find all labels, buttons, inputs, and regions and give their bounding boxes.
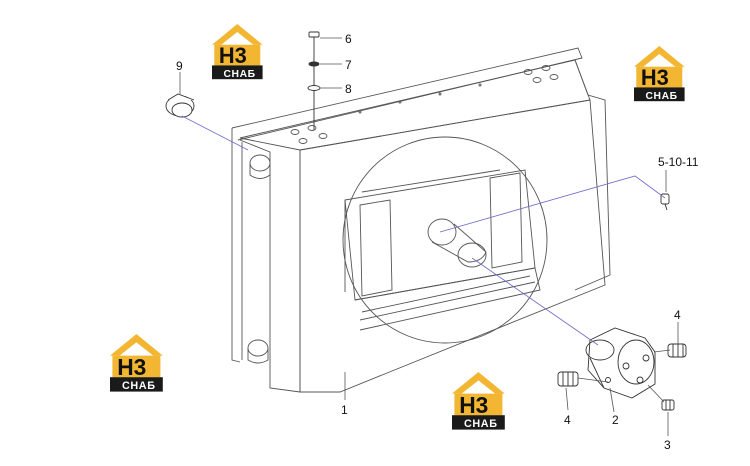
callout-2: 2 (612, 413, 619, 427)
fan-motor (585, 327, 656, 399)
bolt-washer-stack (307, 31, 321, 130)
plug-bottom (661, 399, 675, 411)
svg-text:СНАБ: СНАБ (122, 380, 156, 392)
svg-text:H3: H3 (219, 43, 247, 68)
svg-text:СНАБ: СНАБ (464, 418, 498, 430)
watermark-logo-bottom-left: H3 СНАБ (110, 334, 163, 392)
filler-cap (165, 93, 195, 118)
svg-text:СНАБ: СНАБ (224, 69, 256, 80)
callout-9: 9 (176, 59, 183, 73)
callout-1: 1 (341, 403, 348, 417)
svg-text:H3: H3 (117, 354, 146, 380)
svg-text:H3: H3 (459, 392, 488, 418)
leader-lines (179, 37, 679, 436)
callout-8: 8 (345, 82, 352, 96)
callout-4-left: 4 (564, 413, 571, 427)
fitting-right (667, 343, 687, 358)
callout-5-10-11: 5-10-11 (658, 155, 699, 169)
svg-text:СНАБ: СНАБ (646, 91, 678, 102)
callout-6: 6 (345, 32, 352, 46)
fitting-left (557, 371, 579, 387)
watermark-logo-top-right: H3 СНАБ (634, 46, 685, 102)
callout-7: 7 (345, 58, 352, 72)
svg-text:H3: H3 (641, 65, 669, 90)
callout-3: 3 (664, 438, 671, 452)
radiator-core (231, 47, 611, 393)
watermark-logo-top-left: H3 СНАБ (212, 24, 263, 80)
callout-4-right: 4 (674, 308, 681, 322)
watermark-logo-bottom-center: H3 СНАБ (452, 372, 505, 430)
